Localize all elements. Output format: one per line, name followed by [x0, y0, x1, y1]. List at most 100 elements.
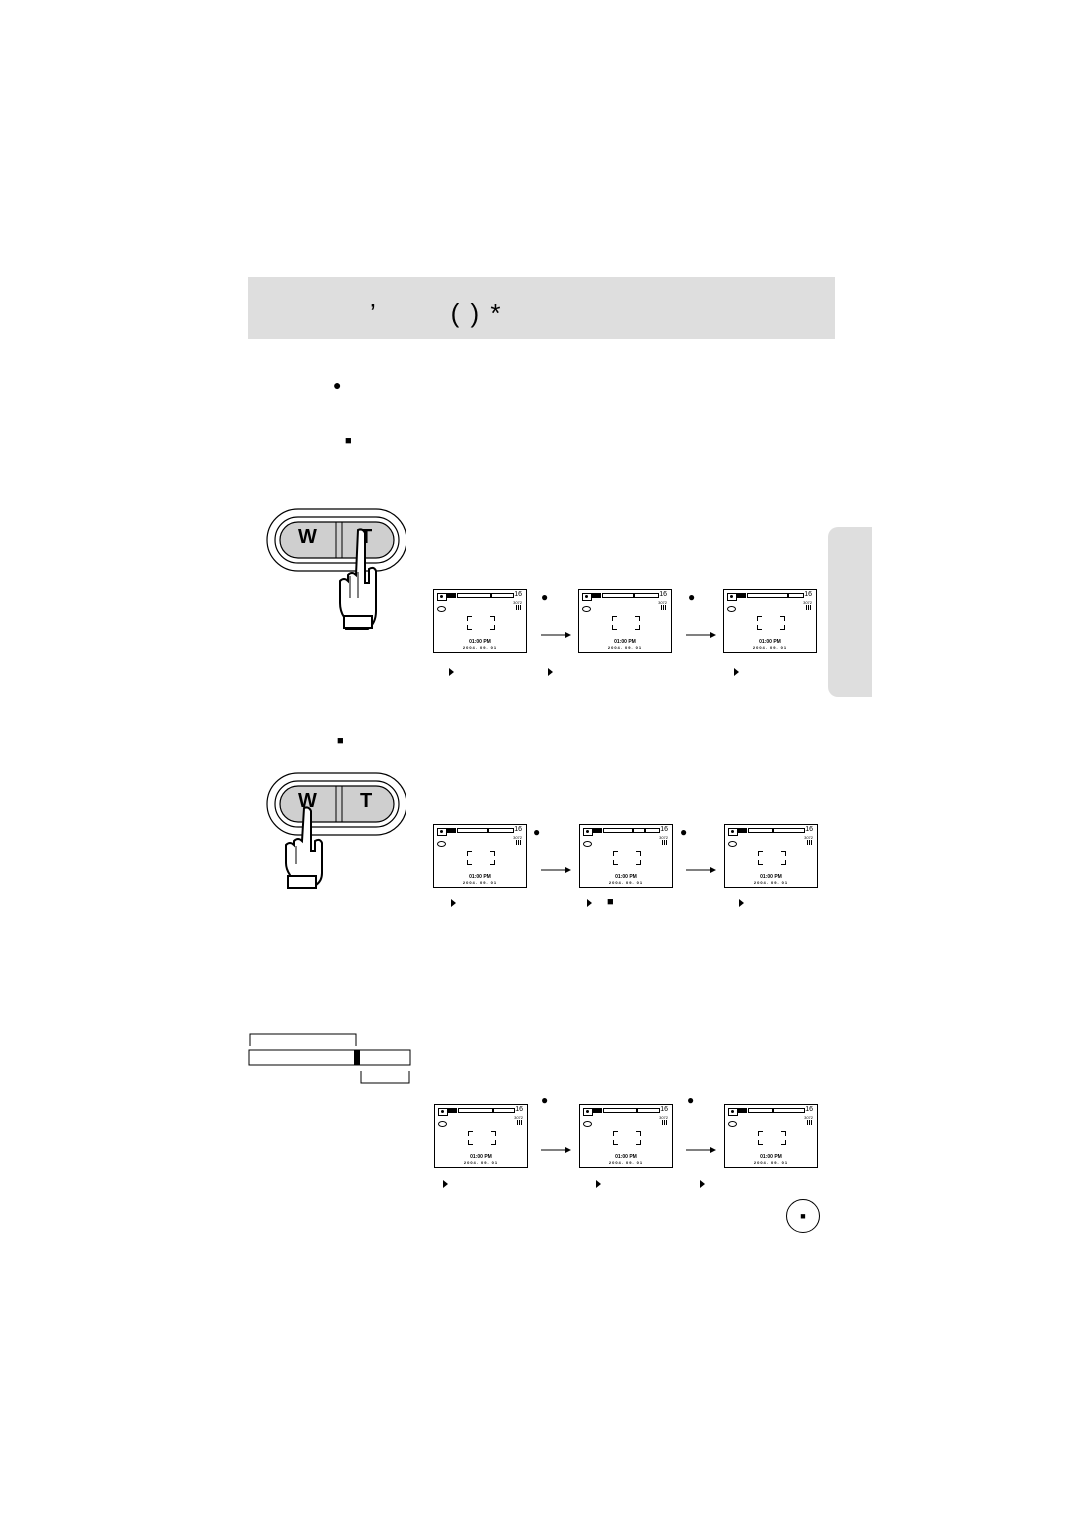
- resolution-label: 3072: [513, 600, 522, 605]
- bullet-dot: ●: [533, 825, 541, 839]
- bullet-dot: ●: [687, 1093, 695, 1107]
- red-eye-icon: [437, 841, 446, 847]
- bullet-dot: ●: [541, 590, 549, 604]
- shot-count: 16: [805, 826, 813, 833]
- zoom-button-icon: [266, 508, 408, 572]
- camera-mode-icon: [438, 1108, 448, 1116]
- lcd-screen: 16 3072 01:00 PM 2004. 09. 01: [579, 1104, 673, 1168]
- arrow-marker-icon: [596, 1180, 601, 1188]
- lcd-time: 01:00 PM: [760, 874, 782, 880]
- zoom-position-mark: [635, 1109, 638, 1112]
- af-frame-icon: [467, 851, 495, 865]
- quality-icon: [447, 593, 456, 598]
- bullet-dot: ●: [680, 825, 688, 839]
- lcd-date: 2004. 09. 01: [607, 645, 643, 650]
- camera-mode-icon: [728, 1108, 738, 1116]
- zoom-position-mark: [631, 829, 634, 832]
- shot-count: 16: [660, 826, 668, 833]
- red-eye-icon: [583, 841, 592, 847]
- zoom-bar: [747, 593, 804, 598]
- arrow-marker-icon: [587, 899, 592, 907]
- lcd-time: 01:00 PM: [470, 1154, 492, 1160]
- quality-icon: [661, 605, 667, 610]
- af-frame-icon: [468, 1131, 496, 1145]
- arrow-right-icon: [686, 1141, 716, 1159]
- bullet-square: ■: [345, 435, 352, 447]
- side-tab: [828, 527, 872, 697]
- resolution-label: 3072: [804, 1115, 813, 1120]
- quality-icon: [516, 840, 522, 845]
- lcd-date: 2004. 09. 01: [462, 645, 498, 650]
- quality-icon: [593, 1108, 602, 1113]
- camera-mode-icon: [583, 828, 593, 836]
- zoom-position-mark: [489, 594, 492, 597]
- zoom-button-tele[interactable]: W T: [266, 508, 408, 577]
- lcd-date: 2004. 09. 01: [463, 1160, 499, 1165]
- bullet-square: ■: [607, 896, 614, 908]
- bullet-dot: ●: [541, 1093, 549, 1107]
- quality-icon: [806, 605, 812, 610]
- bullet-dot: ●: [688, 590, 696, 604]
- quality-icon: [447, 828, 456, 833]
- wide-label: W: [298, 526, 317, 548]
- quality-icon: [517, 1120, 523, 1125]
- lcd-screen: 16 3072 01:00 PM 2004. 09. 01: [578, 589, 672, 653]
- page-header-bar: [248, 277, 835, 339]
- lcd-screen: 16 3072 01:00 PM 2004. 09. 01: [434, 1104, 528, 1168]
- af-frame-icon: [613, 1131, 641, 1145]
- lcd-time: 01:00 PM: [615, 1154, 637, 1160]
- zoom-bar: [458, 1108, 515, 1113]
- af-frame-icon: [758, 851, 786, 865]
- af-frame-icon: [757, 616, 785, 630]
- red-eye-icon: [728, 841, 737, 847]
- shot-count: 16: [515, 1106, 523, 1113]
- arrow-right-icon: [686, 861, 716, 879]
- zoom-bar: [748, 828, 805, 833]
- red-eye-icon: [438, 1121, 447, 1127]
- zoom-bar: [748, 1108, 805, 1113]
- lcd-date: 2004. 09. 01: [608, 880, 644, 885]
- resolution-label: 3072: [513, 835, 522, 840]
- af-frame-icon: [612, 616, 640, 630]
- lcd-date: 2004. 09. 01: [753, 1160, 789, 1165]
- quality-icon: [592, 593, 601, 598]
- camera-mode-icon: [437, 828, 447, 836]
- camera-mode-icon: [727, 593, 737, 601]
- camera-mode-icon: [437, 593, 447, 601]
- red-eye-icon: [437, 606, 446, 612]
- lcd-time: 01:00 PM: [759, 639, 781, 645]
- zoom-position-mark: [772, 829, 775, 832]
- camera-mode-icon: [582, 593, 592, 601]
- shot-count: 16: [659, 591, 667, 598]
- lcd-screen: 16 3072 01:00 PM 2004. 09. 01: [433, 589, 527, 653]
- lcd-time: 01:00 PM: [760, 1154, 782, 1160]
- resolution-label: 3072: [659, 835, 668, 840]
- resolution-label: 3072: [658, 600, 667, 605]
- quality-icon: [738, 1108, 747, 1113]
- bullet-square: ■: [337, 735, 344, 747]
- arrow-marker-icon: [443, 1180, 448, 1188]
- zoom-bar-diagram: [248, 1033, 411, 1084]
- lcd-date: 2004. 09. 01: [753, 880, 789, 885]
- camera-mode-icon: [728, 828, 738, 836]
- zoom-bar: [457, 593, 514, 598]
- zoom-position-mark: [633, 594, 636, 597]
- tele-label: T: [360, 790, 373, 812]
- shot-count: 16: [804, 591, 812, 598]
- af-frame-icon: [467, 616, 495, 630]
- lcd-date: 2004. 09. 01: [608, 1160, 644, 1165]
- shot-count: 16: [660, 1106, 668, 1113]
- quality-icon: [593, 828, 602, 833]
- lcd-screen: 16 3072 01:00 PM 2004. 09. 01: [724, 1104, 818, 1168]
- arrow-marker-icon: [734, 668, 739, 676]
- resolution-label: 3072: [803, 600, 812, 605]
- shot-count: 16: [514, 591, 522, 598]
- shot-count: 16: [805, 1106, 813, 1113]
- hand-pointer-icon: [285, 806, 323, 889]
- af-frame-icon: [758, 1131, 786, 1145]
- camera-mode-icon: [583, 1108, 593, 1116]
- quality-icon: [448, 1108, 457, 1113]
- bullet-dot: ●: [333, 377, 342, 393]
- lcd-screen: 16 3072 01:00 PM 2004. 09. 01: [724, 824, 818, 888]
- shot-count: 16: [514, 826, 522, 833]
